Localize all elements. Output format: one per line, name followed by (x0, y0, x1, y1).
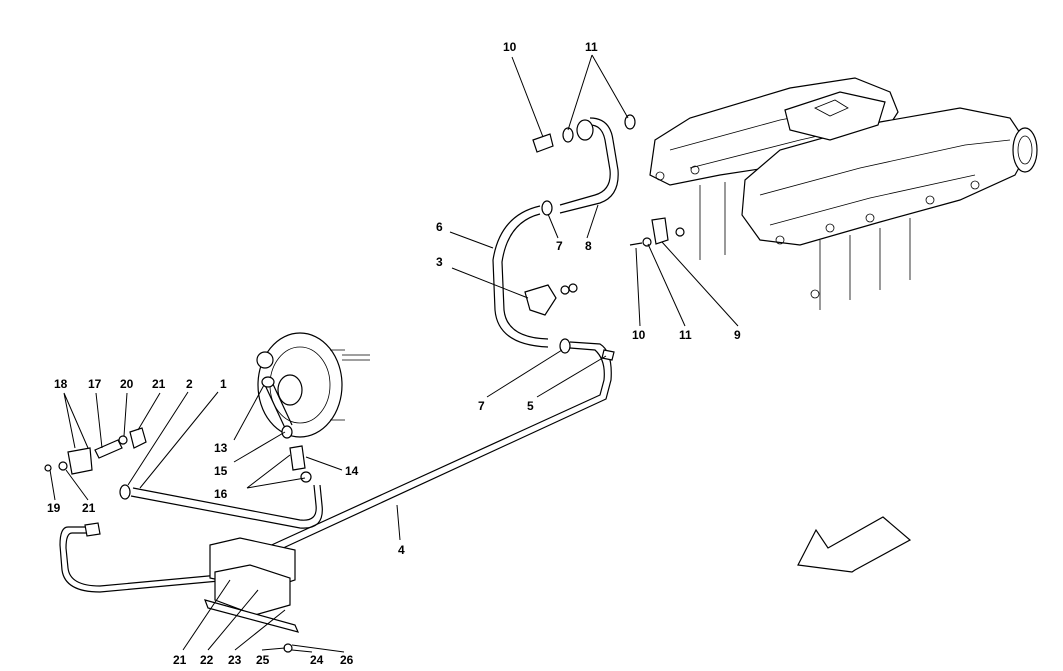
callouts: 10 11 6 3 7 8 10 11 9 7 5 4 1 2 21 20 17… (47, 40, 741, 667)
callout-5: 5 (527, 399, 534, 413)
callout-9: 9 (734, 328, 741, 342)
callout-7-lower: 7 (478, 399, 485, 413)
callout-22: 21 (152, 377, 166, 391)
bracket-assembly (204, 537, 300, 653)
callout-16: 15 (214, 464, 228, 478)
callout-15: 14 (345, 464, 359, 478)
callout-27: 25 (256, 653, 270, 667)
callout-28: 26 (340, 653, 354, 667)
callout-12: 10 (503, 40, 517, 54)
callout-24: 22 (200, 653, 214, 667)
callout-3: 3 (436, 255, 443, 269)
intake-plenum-assembly (649, 77, 1038, 310)
callout-18: 17 (88, 377, 102, 391)
callout-10: 10 (632, 328, 646, 342)
front-direction-arrow-icon (797, 516, 912, 573)
callout-8: 8 (585, 239, 592, 253)
callout-21-lower: 21 (82, 501, 96, 515)
callout-26: 24 (310, 653, 324, 667)
callout-7-upper: 7 (556, 239, 563, 253)
callout-1: 1 (220, 377, 227, 391)
callout-19: 18 (54, 377, 68, 391)
callout-20: 19 (47, 501, 61, 515)
callout-11: 11 (679, 328, 692, 342)
callout-4: 4 (398, 543, 405, 557)
callout-13: 11 (585, 40, 598, 54)
callout-6: 6 (436, 220, 443, 234)
callout-2: 2 (186, 377, 193, 391)
callout-25: 23 (228, 653, 242, 667)
callout-14: 13 (214, 441, 228, 455)
callout-23: 21 (173, 653, 187, 667)
callout-21-upper: 20 (120, 377, 134, 391)
fittings (44, 114, 685, 537)
vacuum-hoses (59, 117, 619, 593)
leader-lines (49, 54, 739, 653)
callout-17: 16 (214, 487, 228, 501)
